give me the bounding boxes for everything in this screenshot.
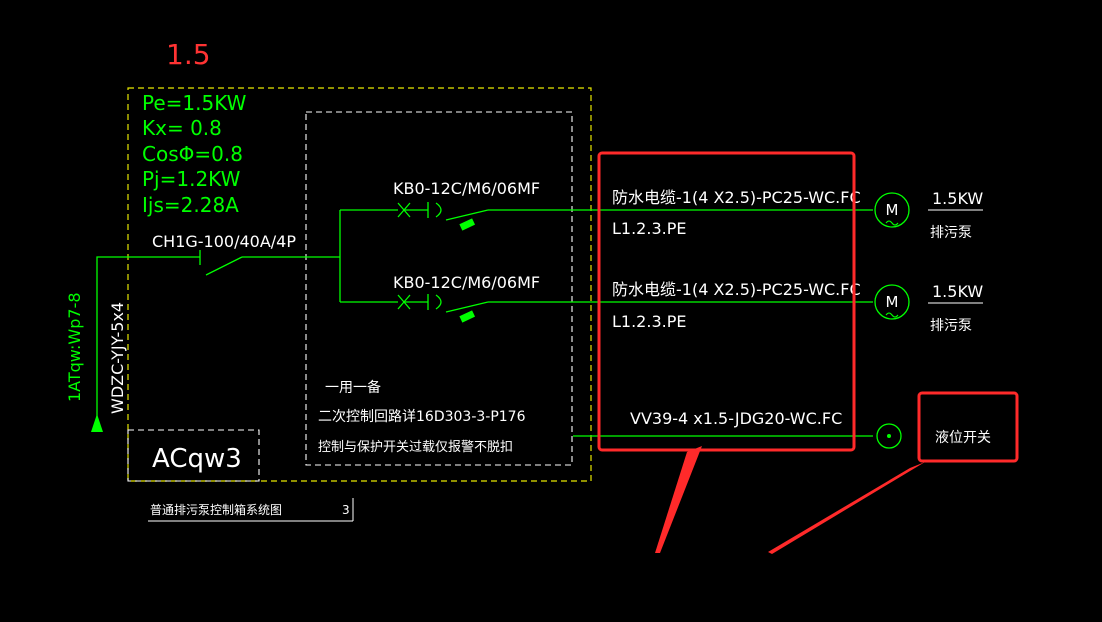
param-pj: Pj=1.2KW xyxy=(142,167,241,191)
branch-circuit: KB0-12C/M6/06MF 防水电缆-1(4 X2.5)-PC25-WC.F… xyxy=(340,179,983,241)
thermal-trip-icon xyxy=(459,310,476,323)
note-line-2: 二次控制回路详16D303-3-P176 xyxy=(318,409,526,425)
panel-id-box xyxy=(127,429,260,482)
branch-device-label: KB0-12C/M6/06MF xyxy=(393,179,540,198)
control-notes: 一用一备 二次控制回路详16D303-3-P176 控制与保护开关过载仅报警不脱… xyxy=(318,379,526,455)
motor-power-label: 1.5KW xyxy=(932,189,983,208)
title-block-number: 3 xyxy=(342,503,350,517)
motor-power-label: 1.5KW xyxy=(932,282,983,301)
motor-load-label: 排污泵 xyxy=(930,318,972,334)
motor-symbol: M xyxy=(886,201,899,219)
level-switch-icon xyxy=(876,423,902,449)
control-circuit: VV39-4 x1.5-JDG20-WC.FC 液位开关 xyxy=(573,409,991,449)
highlight-annotations xyxy=(597,151,1019,463)
control-cable-label: VV39-4 x1.5-JDG20-WC.FC xyxy=(630,409,842,428)
panel-boundary xyxy=(127,87,592,482)
drawing-heading: 1.5 xyxy=(166,38,211,71)
feeder-arrow-icon xyxy=(91,414,103,432)
load-parameters: Pe=1.5KW Kx= 0.8 CosΦ=0.8 Pj=1.2KW Ijs=2… xyxy=(142,91,247,217)
control-section-boundary xyxy=(305,111,573,466)
feeder-id-label: 1ATqw:Wp7-8 xyxy=(65,292,84,402)
param-cos: CosΦ=0.8 xyxy=(142,142,243,166)
panel-id: ACqw3 xyxy=(152,444,242,474)
title-block-name: 普通排污泵控制箱系统图 xyxy=(150,502,282,517)
level-switch-highlight-box xyxy=(917,391,1019,463)
param-pe: Pe=1.5KW xyxy=(142,91,247,115)
motor-icon xyxy=(874,192,910,228)
cable-highlight-box xyxy=(597,151,856,452)
annotation-arrow-icon xyxy=(768,462,925,554)
main-breaker-label: CH1G-100/40A/4P xyxy=(152,232,296,251)
branch-phases-label: L1.2.3.PE xyxy=(612,219,686,238)
feeder-cable-label: WDZC-YJY-5x4 xyxy=(108,302,127,414)
branch-cable-label: 防水电缆-1(4 X2.5)-PC25-WC.FC xyxy=(612,280,861,299)
thermal-trip-icon xyxy=(459,218,476,231)
level-switch-label: 液位开关 xyxy=(935,430,991,446)
note-line-1: 一用一备 xyxy=(325,379,381,396)
main-wiring xyxy=(96,210,341,418)
param-ijs: Ijs=2.28A xyxy=(142,193,239,217)
branch-device-label: KB0-12C/M6/06MF xyxy=(393,273,540,292)
motor-icon xyxy=(874,284,910,320)
param-kx: Kx= 0.8 xyxy=(142,116,222,140)
motor-symbol: M xyxy=(886,293,899,311)
annotation-arrow-icon xyxy=(655,446,702,553)
branch-circuit: KB0-12C/M6/06MF 防水电缆-1(4 X2.5)-PC25-WC.F… xyxy=(340,273,983,334)
motor-load-label: 排污泵 xyxy=(930,225,972,241)
branch-cable-label: 防水电缆-1(4 X2.5)-PC25-WC.FC xyxy=(612,188,861,207)
branch-phases-label: L1.2.3.PE xyxy=(612,312,686,331)
note-line-3: 控制与保护开关过载仅报警不脱扣 xyxy=(318,439,513,455)
